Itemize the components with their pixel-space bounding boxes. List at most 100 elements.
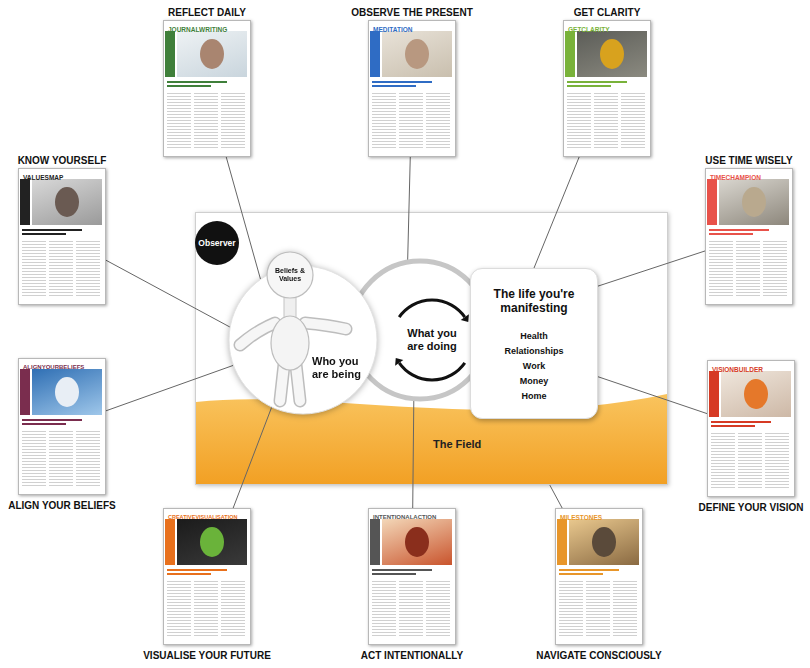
- page-decoration: [586, 635, 610, 636]
- page-decoration: [399, 135, 423, 136]
- page-decoration: [711, 448, 735, 449]
- page-decoration: [765, 460, 789, 461]
- page-decoration: [399, 120, 423, 121]
- page-decoration: [167, 620, 191, 621]
- cycle-arrow: [399, 300, 465, 317]
- page-decoration: [736, 262, 760, 263]
- life-area: Money: [479, 374, 589, 389]
- page-decoration: [76, 274, 100, 275]
- page-decoration: [711, 425, 755, 427]
- figure-limb: [296, 365, 300, 401]
- page-decoration: [76, 446, 100, 447]
- page-decoration: [567, 102, 591, 103]
- page-decoration: [22, 259, 46, 260]
- page-decoration: [765, 451, 789, 452]
- page-caption: REFLECT DAILY: [107, 7, 307, 19]
- page-decoration: [567, 114, 591, 115]
- page-decoration: [399, 611, 423, 612]
- page-decoration: [613, 620, 637, 621]
- figure-limb: [280, 365, 284, 401]
- page-decoration: [372, 599, 396, 600]
- page-decoration: [736, 289, 760, 290]
- page-decoration: [55, 377, 79, 407]
- page-decoration: [49, 292, 73, 293]
- page-decoration: [167, 117, 191, 118]
- page-decoration: [76, 443, 100, 444]
- page-decoration: [426, 147, 450, 148]
- page-decoration: [55, 187, 79, 217]
- page-decoration: [22, 280, 46, 281]
- page-decoration: [586, 605, 610, 606]
- page-decoration: [22, 467, 46, 468]
- page-decoration: [559, 573, 603, 575]
- page-decoration: [594, 96, 618, 97]
- observer-circle: [195, 221, 239, 265]
- page-decoration: [22, 253, 46, 254]
- page-decoration: [221, 123, 245, 124]
- page-decoration: [738, 472, 762, 473]
- page-decoration: [586, 596, 610, 597]
- page-decoration: [22, 443, 46, 444]
- page-decoration: [49, 455, 73, 456]
- page-decoration: [76, 292, 100, 293]
- page-decoration: [167, 93, 191, 94]
- page-decoration: [426, 599, 450, 600]
- page-decoration: [567, 132, 591, 133]
- figure-limb: [240, 323, 275, 345]
- page-decoration: [594, 144, 618, 145]
- page-decoration: [765, 457, 789, 458]
- page-decoration: [76, 280, 100, 281]
- page-decoration: [49, 443, 73, 444]
- page-decoration: [763, 256, 787, 257]
- page-decoration: [567, 96, 591, 97]
- page-decoration: [711, 442, 735, 443]
- page-decoration: [765, 481, 789, 482]
- page-decoration: [567, 141, 591, 142]
- page-caption: DEFINE YOUR VISION: [651, 502, 810, 514]
- page-decoration: [559, 593, 583, 594]
- page-decoration: [167, 132, 191, 133]
- page-decoration: [736, 286, 760, 287]
- page-decoration: [194, 126, 218, 127]
- page-decoration: [763, 295, 787, 296]
- page-decoration: [613, 635, 637, 636]
- page-decoration: [621, 132, 645, 133]
- page-decoration: [738, 445, 762, 446]
- page-decoration: [221, 587, 245, 588]
- page-decoration: [586, 602, 610, 603]
- page-decoration: [372, 147, 396, 148]
- page-decoration: [372, 111, 396, 112]
- page-decoration: [22, 473, 46, 474]
- page-decoration: [399, 132, 423, 133]
- page-decoration: [426, 141, 450, 142]
- page-decoration: [399, 584, 423, 585]
- page-decoration: [372, 129, 396, 130]
- page-decoration: [426, 129, 450, 130]
- page-decoration: [167, 632, 191, 633]
- page-decoration: [194, 141, 218, 142]
- page-decoration: [167, 569, 227, 571]
- page-decoration: [709, 283, 733, 284]
- page-decoration: [167, 611, 191, 612]
- page-decoration: [167, 108, 191, 109]
- page-decoration: [221, 617, 245, 618]
- page-decoration: [49, 482, 73, 483]
- page-decoration: [559, 611, 583, 612]
- page-decoration: [194, 102, 218, 103]
- page-decoration: [426, 102, 450, 103]
- page-decoration: [49, 476, 73, 477]
- page-decoration: [49, 461, 73, 462]
- page-decoration: [736, 259, 760, 260]
- page-decoration: [399, 129, 423, 130]
- page-decoration: [167, 581, 191, 582]
- page-decoration: [711, 463, 735, 464]
- page-decoration: [22, 446, 46, 447]
- page-decoration: [738, 466, 762, 467]
- page-decoration: [167, 584, 191, 585]
- page-decoration: [76, 449, 100, 450]
- page-caption: VISUALISE YOUR FUTURE: [107, 650, 307, 662]
- page-decoration: [711, 472, 735, 473]
- page-decoration: [711, 436, 735, 437]
- page-decoration: [738, 487, 762, 488]
- page-decoration: [736, 280, 760, 281]
